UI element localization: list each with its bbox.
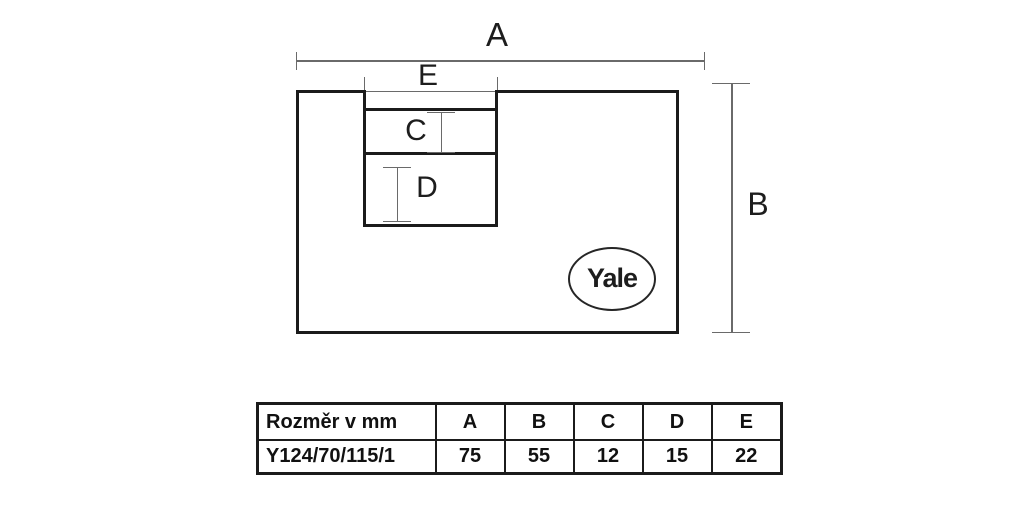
dim-c-line: [440, 112, 442, 153]
dim-d-line: [396, 167, 398, 222]
table-header-a: A: [434, 402, 506, 441]
body-left-edge: [296, 90, 299, 334]
dim-b-label: B: [747, 186, 769, 222]
dim-e-tick-left: [363, 77, 365, 97]
yale-logo: Yale: [568, 247, 656, 311]
dim-e-tick-right: [496, 77, 498, 97]
value-c-cell: 12: [572, 439, 644, 475]
value-b-cell: 55: [503, 439, 575, 475]
table-row: Y124/70/115/1 75 55 12 15 22: [256, 439, 783, 475]
body-right-edge: [676, 90, 679, 334]
table-header-d: D: [641, 402, 713, 441]
body-top-edge-right: [497, 90, 679, 93]
dim-b-tick-top: [712, 82, 750, 84]
dim-b-line: [731, 83, 733, 333]
dim-c-tick-top: [427, 111, 455, 113]
dim-e-line: [364, 90, 498, 92]
value-e-cell: 22: [710, 439, 783, 475]
dimensions-table: Rozměr v mm A B C D E Y124/70/115/1 75 5…: [256, 402, 783, 475]
notch-left-edge: [363, 90, 366, 227]
table-header-row: Rozměr v mm A B C D E: [256, 402, 783, 441]
dim-d-tick-bottom: [383, 220, 411, 222]
dim-e-label: E: [417, 59, 439, 92]
table-header-dimension-unit: Rozměr v mm: [256, 402, 437, 441]
dim-c-tick-bottom: [427, 151, 455, 153]
body-bottom-edge: [296, 331, 679, 334]
value-d-cell: 15: [641, 439, 713, 475]
notch-slot-bottom-line: [363, 108, 498, 111]
dim-d-label: D: [416, 171, 438, 204]
dim-a-tick-right: [703, 52, 705, 70]
notch-divider-line: [363, 152, 498, 155]
value-a-cell: 75: [434, 439, 506, 475]
body-top-edge-left: [296, 90, 366, 93]
dim-a-label: A: [485, 16, 509, 53]
dim-a-line: [296, 60, 704, 62]
model-number-cell: Y124/70/115/1: [256, 439, 437, 475]
dim-d-tick-top: [383, 166, 411, 168]
dim-b-tick-bottom: [712, 331, 750, 333]
dim-a-tick-left: [295, 52, 297, 70]
notch-right-edge: [495, 90, 498, 227]
yale-logo-text: Yale: [586, 262, 638, 293]
table-header-b: B: [503, 402, 575, 441]
notch-bottom-line: [363, 224, 498, 227]
table-header-e: E: [710, 402, 783, 441]
dim-c-label: C: [405, 114, 427, 147]
table-header-c: C: [572, 402, 644, 441]
